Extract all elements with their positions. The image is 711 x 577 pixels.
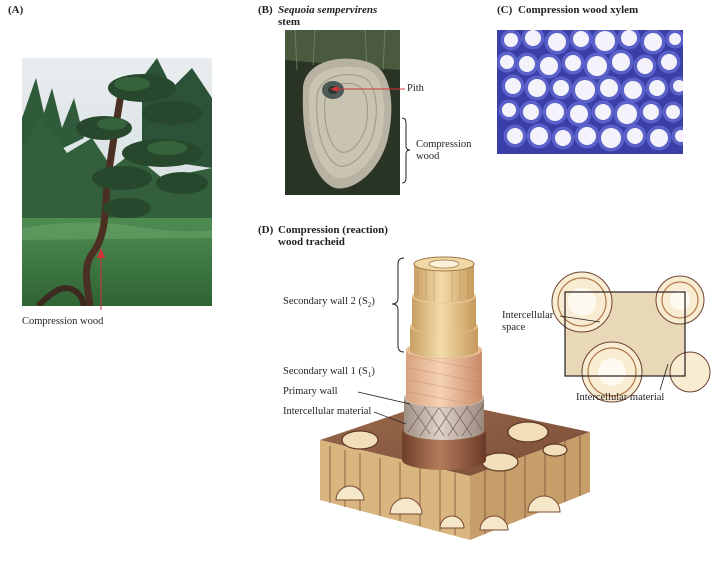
intercellular-space-label-2: space: [502, 322, 526, 333]
pith-label: Pith: [407, 83, 424, 94]
panel-b-title: Sequoia sempervirens stem: [278, 4, 377, 28]
intercellular-space-label-1: Intercellular: [502, 310, 554, 321]
intercellular-material-inset-label: Intercellular material: [576, 392, 665, 403]
panel-d-title: Compression (reaction) wood tracheid: [278, 224, 388, 248]
species-name: Sequoia sempervirens: [278, 4, 378, 16]
xylem-micrograph: [497, 30, 683, 154]
panel-d-title-2: wood tracheid: [278, 236, 345, 248]
secondary-wall-1-label: Secondary wall 1 (S1): [283, 366, 375, 380]
panel-a-label: (A): [8, 4, 24, 16]
panel-c-title: Compression wood xylem: [518, 4, 639, 16]
sw2-text: Secondary wall 2 (S: [283, 296, 368, 307]
compression-label-2: wood: [416, 151, 440, 162]
secondary-wall-2-label: Secondary wall 2 (S2): [283, 296, 375, 310]
species-suffix: stem: [278, 16, 300, 28]
panel-b-label: (B): [258, 4, 273, 16]
compression-wood-caption: Compression wood: [22, 316, 104, 327]
compression-label-1: Compression: [416, 139, 472, 150]
primary-wall-label: Primary wall: [283, 386, 338, 397]
sw2-sub: 2: [367, 301, 372, 310]
stem-photo: [285, 30, 400, 195]
intercellular-material-label: Intercellular material: [283, 406, 372, 417]
panel-c-label: (C): [497, 4, 513, 16]
panel-d-title-1: Compression (reaction): [278, 224, 388, 236]
tree-photo: [22, 58, 212, 306]
sw1-sub: 1: [367, 371, 372, 380]
panel-d-label: (D): [258, 224, 274, 236]
sw1-text: Secondary wall 1 (S: [283, 366, 368, 377]
